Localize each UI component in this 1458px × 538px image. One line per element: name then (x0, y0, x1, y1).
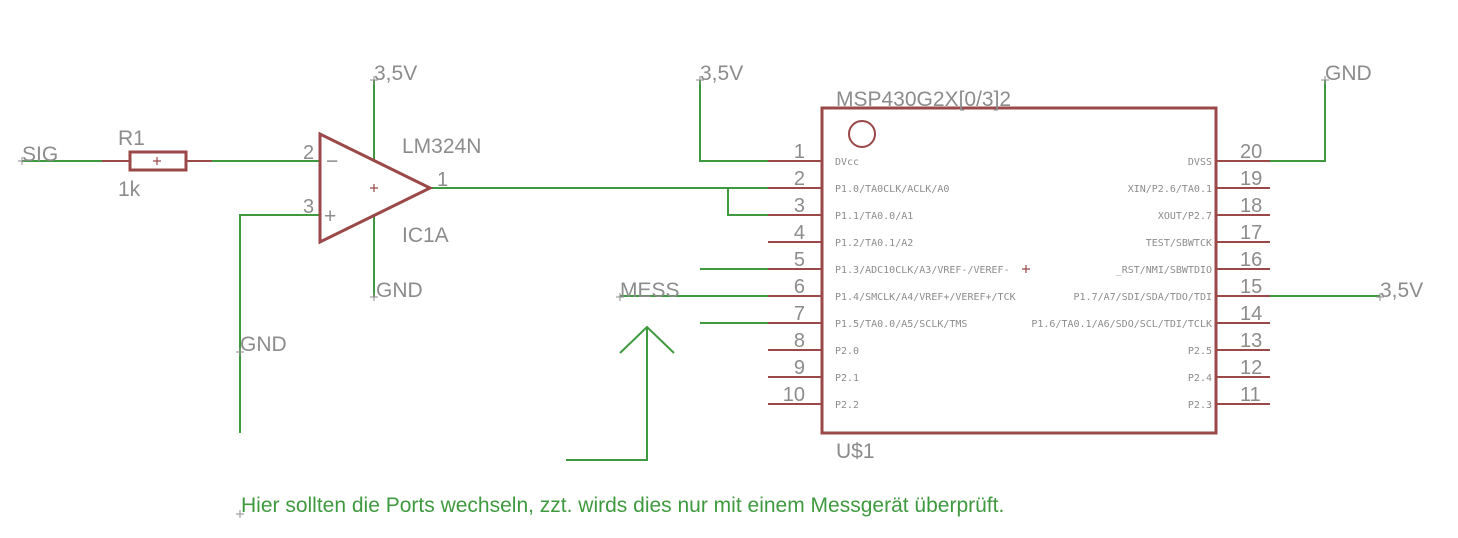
mcu-pin-label: P1.2/TA0.1/A2 (835, 238, 913, 249)
origin-cross-mess (616, 293, 624, 301)
opamp-minus-sign: − (326, 150, 338, 173)
opamp-ref-label: IC1A (402, 224, 449, 247)
mcu-pin-number: 15 (1240, 276, 1262, 298)
mcu-pin-number: 5 (794, 249, 805, 271)
net-label-gnd-mcu: GND (1325, 62, 1372, 85)
mcu-pin-label: P1.0/TA0CLK/ACLK/A0 (835, 184, 949, 195)
opamp-pin-2-number: 2 (303, 142, 314, 164)
mcu-origin-cross (1022, 265, 1030, 273)
mcu-pin-label: P1.5/TA0.0/A5/SCLK/TMS (835, 319, 967, 330)
mcu-pin-number: 4 (794, 222, 805, 244)
mcu-body (820, 106, 1218, 435)
origin-cross-vcc-mcu (696, 76, 704, 84)
origin-cross-gnd-opamp (370, 293, 378, 301)
mcu-pin-number: 19 (1240, 168, 1262, 190)
mcu-pin-label: P2.0 (835, 346, 859, 357)
net-label-vcc-pin15: 3,5V (1380, 279, 1423, 302)
mcu-ref-label: U$1 (836, 440, 875, 463)
origin-cross-gnd-mcu (1321, 76, 1329, 84)
resistor-r1: R1 1k (102, 127, 212, 201)
mcu-pin-label: P2.1 (835, 373, 859, 384)
net-label-vcc-mcu: 3,5V (700, 62, 743, 85)
mcu-pin-number: 8 (794, 330, 805, 352)
net-label-vcc-opamp: 3,5V (374, 62, 417, 85)
origin-cross-sig (18, 157, 26, 165)
mcu-pin-number: 13 (1240, 330, 1262, 352)
net-label-sig: SIG (22, 143, 58, 166)
mcu-pin-label: P1.1/TA0.0/A1 (835, 211, 913, 222)
opamp-triangle (318, 131, 434, 245)
mcu-pin-label: DVSS (1188, 157, 1212, 168)
mcu-pin-number: 3 (794, 195, 805, 217)
origin-cross-note (236, 510, 244, 518)
opamp-pin-1-number: 1 (437, 169, 448, 191)
mcu-pin1-marker (848, 120, 876, 148)
arrow-head (619, 325, 675, 354)
origin-cross-vcc-pin15 (1376, 293, 1384, 301)
mcu-pin-label: TEST/SBWTCK (1146, 238, 1212, 249)
wire-pin20-to-gnd (1270, 80, 1326, 162)
mcu-pin-label: _RST/NMI/SBWTDIO (1116, 265, 1212, 276)
net-label-mess: MESS (620, 279, 680, 302)
origin-markers (18, 76, 1384, 518)
mcu-pin-number: 10 (783, 384, 805, 406)
origin-cross-gnd-noninv (236, 348, 244, 356)
annotation-note: Hier sollten die Ports wechseln, zzt. wi… (241, 494, 1004, 517)
mcu-pin-number: 18 (1240, 195, 1262, 217)
mcu-pin-label: P2.4 (1188, 373, 1212, 384)
mcu-pin-label: DVcc (835, 157, 859, 168)
opamp-plus-sign: + (324, 205, 336, 228)
opamp-pin-3-number: 3 (303, 196, 314, 218)
opamp-origin-cross (370, 184, 378, 192)
mcu-pin-label: P2.3 (1188, 400, 1212, 411)
mcu-pin-label: P2.2 (835, 400, 859, 411)
mcu-pin-number: 11 (1240, 384, 1261, 406)
opamp-ic1a: − + 2 3 1 LM324N IC1A (303, 131, 481, 247)
mcu-pin-label: XOUT/P2.7 (1158, 211, 1212, 222)
origin-cross-vcc-opamp (370, 76, 378, 84)
net-label-gnd-opamp: GND (376, 279, 423, 302)
arrow-shaft (566, 327, 648, 461)
mcu-pin-number: 2 (794, 168, 805, 190)
opamp-type-label: LM324N (402, 135, 481, 158)
mcu-pin-number: 7 (794, 303, 805, 325)
mcu-pin-number: 16 (1240, 249, 1262, 271)
mcu-part-name: MSP430G2X[0/3]2 (836, 88, 1011, 111)
mcu-pin-label: P1.7/A7/SDI/SDA/TDO/TDI (1074, 292, 1212, 303)
mcu-pin-number: 17 (1240, 222, 1262, 244)
mcu-pin-number: 9 (794, 357, 805, 379)
wire-pin2-to-pin3 (727, 188, 768, 216)
mcu-pin-label: XIN/P2.6/TA0.1 (1128, 184, 1212, 195)
wire-vcc-to-pin1 (699, 80, 768, 162)
mcu-pin-label: P1.6/TA0.1/A6/SDO/SCL/TDI/TCLK (1031, 319, 1212, 330)
mcu-pin-label: P1.4/SMCLK/A4/VREF+/VEREF+/TCK (835, 292, 1016, 303)
mcu-pin-number: 6 (794, 276, 805, 298)
net-label-gnd-noninv: GND (240, 333, 287, 356)
r1-body (128, 150, 188, 172)
mcu-pin-number: 1 (794, 141, 805, 163)
r1-origin-cross (153, 157, 161, 165)
r1-name: R1 (118, 127, 145, 150)
mcu-pin-number: 12 (1240, 357, 1262, 379)
mcu-pin-number: 20 (1240, 141, 1262, 163)
wires (22, 80, 1380, 461)
net-labels: SIG 3,5V GND GND 3,5V GND MESS 3,5V (22, 62, 1423, 356)
r1-value: 1k (118, 178, 141, 201)
mcu-pin-number: 14 (1240, 303, 1262, 325)
wire-gnd-to-opamp-noninv (239, 214, 320, 433)
mcu-pin-label: P2.5 (1188, 346, 1212, 357)
mcu-pin-label: P1.3/ADC10CLK/A3/VREF-/VEREF- (835, 265, 1010, 276)
